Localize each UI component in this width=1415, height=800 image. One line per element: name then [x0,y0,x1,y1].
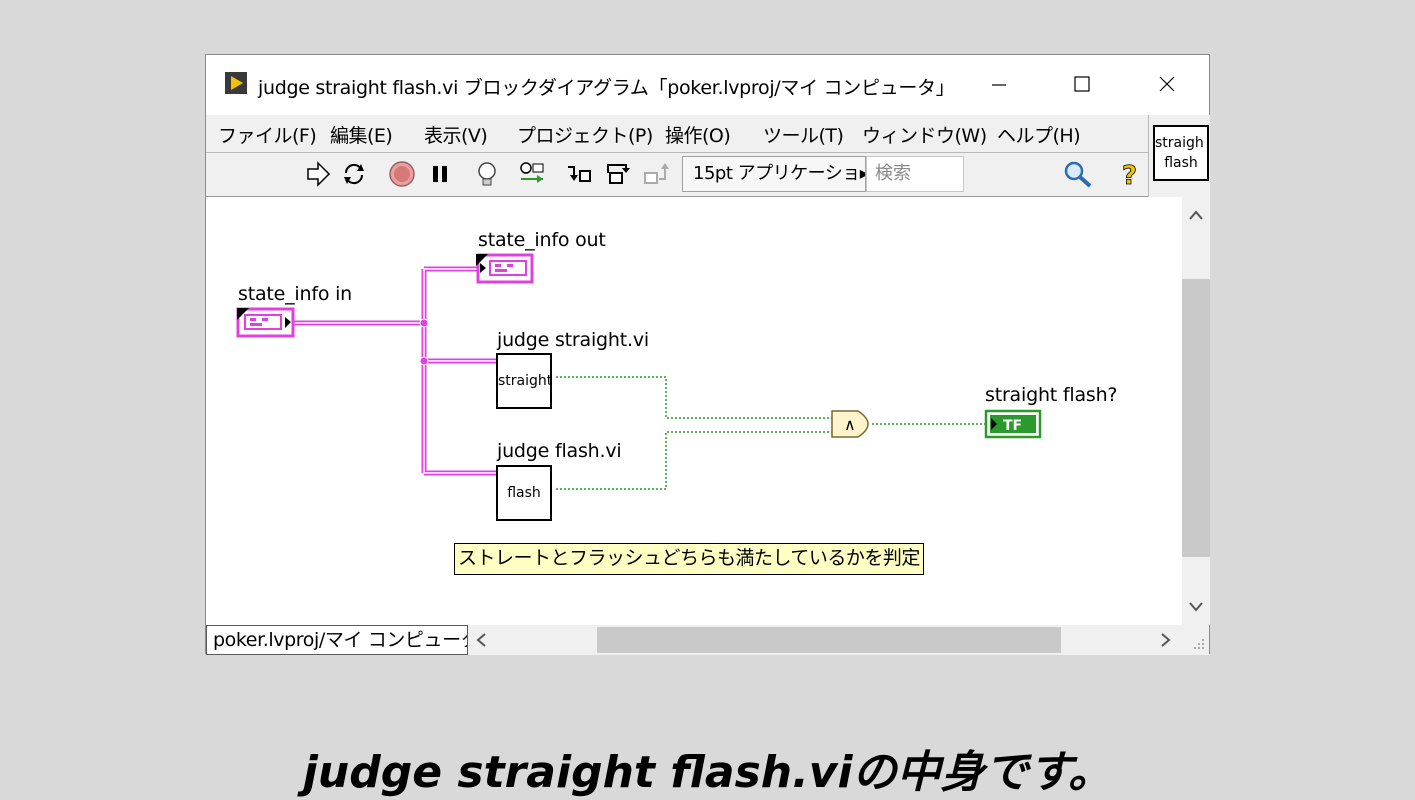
state-info-out-terminal [476,253,534,284]
run-arrow-icon[interactable] [303,159,333,189]
judge-straight-subvi[interactable]: straight [496,353,552,409]
pause-icon[interactable] [425,159,455,189]
state-info-in-label[interactable]: state_info in [238,283,353,305]
scroll-right-icon [1161,633,1171,647]
step-over-icon[interactable] [604,159,634,189]
and-symbol: ∧ [844,415,856,434]
highlight-execution-icon[interactable] [472,159,502,189]
help-icon[interactable]: ? [1114,159,1144,189]
step-out-icon[interactable] [641,159,671,189]
horizontal-scroll-thumb[interactable] [597,627,1061,653]
abort-icon[interactable] [387,159,417,189]
labview-vi-icon [225,72,247,94]
font-select[interactable]: 15pt アプリケーショ▸ [682,156,866,192]
search-icon[interactable] [1061,159,1095,189]
maximize-button[interactable] [1059,67,1105,101]
menu-operate[interactable]: 操作(O) [665,125,731,147]
project-context-tab[interactable]: poker.lvproj/マイ コンピュータ [206,625,468,655]
menu-file[interactable]: ファイル(F) [218,125,317,147]
step-into-icon[interactable] [564,159,594,189]
menu-edit[interactable]: 編集(E) [330,125,393,147]
menu-help[interactable]: ヘルプ(H) [997,125,1081,147]
block-diagram-canvas[interactable]: ∧ [206,197,1182,625]
and-function [831,410,869,438]
svg-text:?: ? [1122,161,1137,189]
menu-bar: ファイル(F) 編集(E) 表示(V) プロジェクト(P) 操作(O) ツール(… [206,115,1148,153]
search-input[interactable]: 検索 [866,156,964,192]
resize-grip-icon [1194,639,1204,649]
state-info-out-label[interactable]: state_info out [478,229,606,251]
straight-flash-indicator: TF [984,409,1042,439]
slide-caption: judge straight flash.viの中身です。 [302,747,1113,798]
window-title: judge straight flash.vi ブロックダイアグラム「poker… [258,77,955,99]
run-continuously-icon[interactable] [339,159,369,189]
comment-label[interactable]: ストレートとフラッシュどちらも満たしているかを判定 [454,543,924,575]
vi-icon-line2: flash [1164,155,1198,171]
minimize-button[interactable] [976,67,1022,101]
title-bar: judge straight flash.vi ブロックダイアグラム「poker… [206,55,1209,115]
scroll-up-icon [1189,210,1203,220]
tool-bar: 15pt アプリケーショ▸ 検索 ? [206,153,1148,197]
vi-icon[interactable]: straigh t flash [1153,125,1209,181]
scroll-left-icon [476,633,486,647]
vertical-scroll-thumb[interactable] [1182,279,1210,557]
menu-window[interactable]: ウィンドウ(W) [862,125,987,147]
menu-project[interactable]: プロジェクト(P) [517,125,653,147]
wire-layer: ∧ [236,253,1042,490]
vi-icon-line1: straigh t [1155,135,1209,151]
menu-view[interactable]: 表示(V) [424,125,488,147]
judge-straight-label[interactable]: judge straight.vi [497,329,649,351]
vi-icon-pane: straigh t flash [1148,115,1210,197]
indicator-value: TF [1003,418,1022,434]
straight-flash-label[interactable]: straight flash? [985,384,1118,406]
judge-flash-subvi[interactable]: flash [496,465,552,521]
state-info-in-terminal [236,307,295,338]
retain-wire-values-icon[interactable] [517,159,547,189]
judge-flash-label[interactable]: judge flash.vi [497,440,622,462]
block-diagram-window: judge straight flash.vi ブロックダイアグラム「poker… [205,54,1210,655]
bottom-bar: poker.lvproj/マイ コンピュータ [206,625,1209,655]
vertical-scrollbar[interactable] [1182,197,1210,625]
scroll-down-icon [1189,602,1203,612]
close-button[interactable] [1144,67,1190,101]
menu-tools[interactable]: ツール(T) [763,125,844,147]
